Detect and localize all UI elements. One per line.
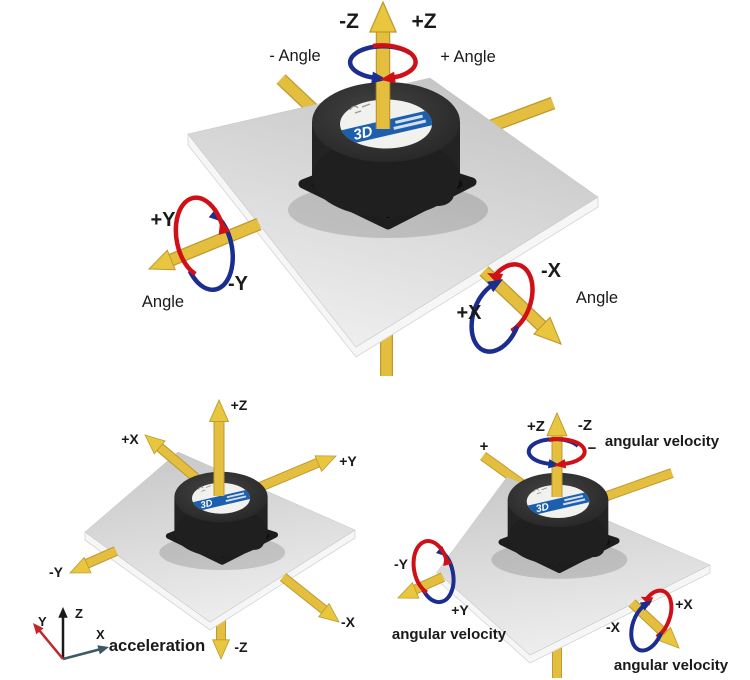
- label-x-negative: -X: [606, 619, 621, 635]
- label-z-negative: -Z: [234, 639, 248, 655]
- y-axis-front-arrow: [144, 217, 262, 280]
- angle-diagram: -Z +Z - Angle + Angle +Y -Y Angle -X +X …: [142, 1, 618, 376]
- label-y-positive: +Y: [339, 453, 357, 469]
- label-z-positive: +Z: [527, 418, 545, 435]
- y-rotation-ring: [411, 539, 456, 605]
- label-z-negative: -Z: [339, 10, 359, 33]
- label-x-negative: -X: [341, 614, 356, 630]
- label-x-positive: +X: [675, 596, 693, 612]
- label-angle-left: Angle: [142, 293, 184, 311]
- label-y-negative: -Y: [228, 273, 249, 295]
- x-rotation-ring: [629, 588, 674, 653]
- triad-y-label: Y: [38, 614, 47, 629]
- label-rotation-negative: −: [588, 440, 597, 457]
- rotation-arc-red: [548, 437, 587, 466]
- label-rotation-positive: +: [480, 438, 489, 455]
- label-x-positive: +X: [456, 302, 482, 324]
- label-z-negative: -Z: [578, 417, 592, 434]
- y-rotation-ring: [173, 195, 236, 293]
- label-z-positive: +Z: [411, 10, 436, 33]
- z-rotation-ring: [347, 43, 418, 86]
- label-y-negative: -Y: [394, 556, 409, 572]
- label-x-negative: -X: [541, 260, 562, 282]
- rotation-arc-red: [411, 539, 449, 595]
- rotation-arc-negative: [173, 195, 225, 276]
- caption-angular-velocity-left: angular velocity: [392, 626, 507, 643]
- z-rotation-ring: [526, 437, 587, 471]
- caption-angular-velocity-bottom: angular velocity: [614, 657, 729, 674]
- triad-y-axis: [38, 629, 64, 660]
- caption-angular-velocity-top: angular velocity: [605, 433, 720, 450]
- label-angle-positive: + Angle: [440, 48, 496, 66]
- label-angle-negative: - Angle: [269, 47, 320, 65]
- reference-triad: Z Y X: [29, 606, 111, 661]
- rotation-arc-positive: [372, 43, 418, 81]
- rotation-arc-red: [644, 588, 674, 639]
- x-rotation-ring: [469, 262, 535, 354]
- acceleration-diagram: Z Y X +Z +X +Y -Y -X -Z acceleration: [29, 397, 357, 661]
- triad-z-label: Z: [75, 606, 83, 621]
- label-y-positive: +Y: [150, 209, 176, 231]
- y-neg-arrow: [66, 546, 119, 582]
- z-pos-arrow: [209, 399, 229, 496]
- label-angle-right: Angle: [576, 289, 618, 307]
- x-pos-arrow: [139, 428, 200, 482]
- rotation-arc-negative: [492, 262, 535, 333]
- rotation-arc-positive: [469, 281, 520, 354]
- y-neg-arrow: [394, 572, 446, 607]
- x-neg-arrow: [279, 573, 345, 630]
- rotation-arc-blue: [629, 602, 663, 653]
- x-pos-arrow: [628, 599, 686, 655]
- label-y-positive: +Y: [451, 602, 469, 618]
- y-pos-arrow: [258, 447, 340, 492]
- label-z-positive: +Z: [231, 397, 248, 413]
- label-x-positive: +X: [121, 431, 139, 447]
- caption-acceleration: acceleration: [109, 637, 205, 655]
- label-y-negative: -Y: [49, 564, 64, 580]
- triad-x-label: X: [96, 627, 105, 642]
- angular-velocity-diagram: +Z -Z + − angular velocity -Y +Y angular…: [392, 412, 729, 678]
- triad-x-axis: [62, 647, 102, 661]
